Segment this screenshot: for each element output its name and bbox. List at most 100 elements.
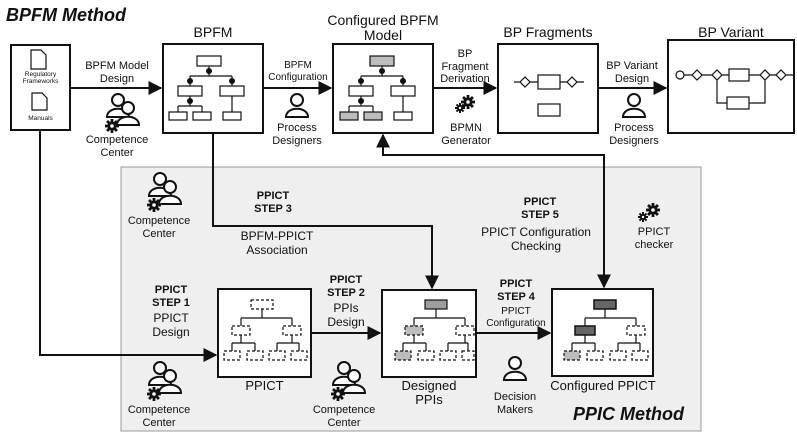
bp-variant-design-label: BP Variant Design xyxy=(598,60,666,85)
checking-line2: Checking xyxy=(510,238,562,253)
designed-ppis-heading-line1: Designed xyxy=(401,378,457,393)
ppict-configuration-label: PPICT Configuration xyxy=(480,306,552,329)
ppict-step4-label: PPICT STEP 4 xyxy=(480,278,552,303)
flow-arrows xyxy=(39,81,668,362)
source-documents-box xyxy=(10,44,71,131)
competence-center-line2: Center xyxy=(142,227,176,240)
designed-ppis-heading-line2: PPIs xyxy=(415,392,443,408)
competence-center-line2: Center xyxy=(142,416,176,429)
competence-center-line1: Competence xyxy=(85,134,149,146)
regulatory-frameworks-label: Regulatory Frameworks xyxy=(22,71,59,86)
ppis-design-line1: PPIs xyxy=(333,301,359,315)
ppict-design-label: PPICT Design xyxy=(136,311,206,340)
bpmn-generator-line2: Generator xyxy=(441,134,491,147)
bpfm-method-title: BPFM Method xyxy=(6,5,126,25)
bp-fragment-derivation-label: BP Fragment Derivation xyxy=(432,48,498,86)
bp-fragments-box xyxy=(497,43,599,134)
ppict-design-line1: PPICT xyxy=(153,311,189,325)
bpfm-heading: BPFM xyxy=(193,24,233,40)
bp-fragments-heading: BP Fragments xyxy=(503,24,593,40)
competence-center-line2: Center xyxy=(100,146,134,159)
ppict-step1-line2: STEP 1 xyxy=(152,296,190,309)
bpfm-model-design-label: BPFM Model Design xyxy=(72,60,162,85)
configured-bpfm-heading: Configured BPFM Model xyxy=(313,12,453,44)
ppict-step1-label: PPICT STEP 1 xyxy=(136,284,206,309)
ppict-configuration-line1: PPICT xyxy=(501,306,531,317)
ppict-design-line2: Design xyxy=(152,324,190,339)
bpfm-configuration-line1: BPFM xyxy=(284,60,312,71)
bpmn-generator-line1: BPMN xyxy=(450,122,482,134)
document-icon xyxy=(30,49,47,70)
ppict-step2-line1: PPICT xyxy=(329,274,363,286)
designed-ppis-box xyxy=(381,289,477,378)
association-line1: BPFM-PPICT xyxy=(240,229,314,243)
decision-makers-label: Decision Makers xyxy=(483,391,547,416)
ppict-step5-line2: STEP 5 xyxy=(521,208,559,221)
ppict-heading: PPICT xyxy=(245,378,284,393)
competence-center-line1: Competence xyxy=(127,215,191,227)
configured-bpfm-heading-line1: Configured BPFM xyxy=(327,12,439,28)
ppict-step2-label: PPICT STEP 2 xyxy=(315,274,377,299)
bpfm-configuration-line2: Configuration xyxy=(268,71,328,83)
ppict-step3-label: PPICT STEP 3 xyxy=(238,190,308,215)
ppis-design-label: PPIs Design xyxy=(315,301,377,330)
designed-ppis-heading: Designed PPIs xyxy=(382,378,476,408)
bp-fragment-derivation-line1: BP xyxy=(457,48,473,60)
process-designers-line1: Process xyxy=(614,122,654,134)
configured-ppict-heading: Configured PPICT xyxy=(550,378,656,393)
ppic-method-title: PPIC Method xyxy=(573,404,684,424)
ppict-box xyxy=(217,288,312,378)
process-designers-label: Process Designers xyxy=(602,122,666,147)
decision-makers-line2: Makers xyxy=(496,403,534,416)
bpfm-box xyxy=(162,43,264,134)
competence-center-label: Competence Center xyxy=(124,404,194,429)
ppict-checker-line1: PPICT xyxy=(637,226,671,238)
process-designers-icon xyxy=(285,93,309,118)
bpmn-generator-label: BPMN Generator xyxy=(434,122,498,147)
checking-line1: PPICT Configuration xyxy=(481,225,591,239)
competence-center-line2: Center xyxy=(327,416,361,429)
ppict-step2-line2: STEP 2 xyxy=(327,286,365,299)
competence-center-label: Competence Center xyxy=(82,134,152,159)
configured-ppict-box xyxy=(551,288,654,377)
process-designers-label: Process Designers xyxy=(265,122,329,147)
configured-bpfm-heading-line2: Model xyxy=(363,27,403,44)
ppict-step3-line2: STEP 3 xyxy=(254,202,292,215)
bpfm-ppict-association-label: BPFM-PPICT Association xyxy=(232,229,322,258)
ppict-step3-line1: PPICT xyxy=(256,190,290,202)
competence-center-label: Competence Center xyxy=(124,215,194,240)
bp-variant-box xyxy=(667,39,795,134)
bp-fragment-derivation-line2: Fragment xyxy=(441,60,489,73)
ppict-configuration-line2: Configuration xyxy=(486,317,546,329)
bpfm-model-design-line2: Design xyxy=(99,72,135,85)
process-designers-line1: Process xyxy=(277,122,317,134)
ppict-configuration-checking-label: PPICT Configuration Checking xyxy=(470,225,602,254)
process-designers-line2: Designers xyxy=(609,134,659,147)
ppict-step4-line1: PPICT xyxy=(499,278,533,290)
competence-center-label: Competence Center xyxy=(309,404,379,429)
manuals-label: Manuals xyxy=(28,115,53,122)
competence-center-icon xyxy=(105,93,140,133)
process-designers-icon xyxy=(622,93,646,118)
document-icon xyxy=(31,92,48,111)
ppict-checker-line2: checker xyxy=(634,238,674,251)
competence-center-line1: Competence xyxy=(312,404,376,416)
ppis-design-line2: Design xyxy=(327,314,365,329)
bpfm-configuration-label: BPFM Configuration xyxy=(262,60,334,83)
ppict-step5-label: PPICT STEP 5 xyxy=(500,196,580,221)
ppict-step5-line1: PPICT xyxy=(523,196,557,208)
ppict-step4-line2: STEP 4 xyxy=(497,290,535,303)
bpfm-model-design-line1: BPFM Model xyxy=(85,60,149,72)
ppict-step1-line1: PPICT xyxy=(154,284,188,296)
bp-variant-heading: BP Variant xyxy=(698,24,764,40)
process-designers-line2: Designers xyxy=(272,134,322,147)
bp-variant-design-line1: BP Variant xyxy=(606,60,658,72)
ppict-checker-label: PPICT checker xyxy=(622,226,686,251)
configured-bpfm-box xyxy=(332,43,434,134)
bp-variant-design-line2: Design xyxy=(614,72,650,85)
competence-center-line1: Competence xyxy=(127,404,191,416)
bpmn-generator-icon xyxy=(455,95,475,113)
decision-makers-line1: Decision xyxy=(493,391,537,403)
bp-fragment-derivation-line3: Derivation xyxy=(440,73,490,86)
